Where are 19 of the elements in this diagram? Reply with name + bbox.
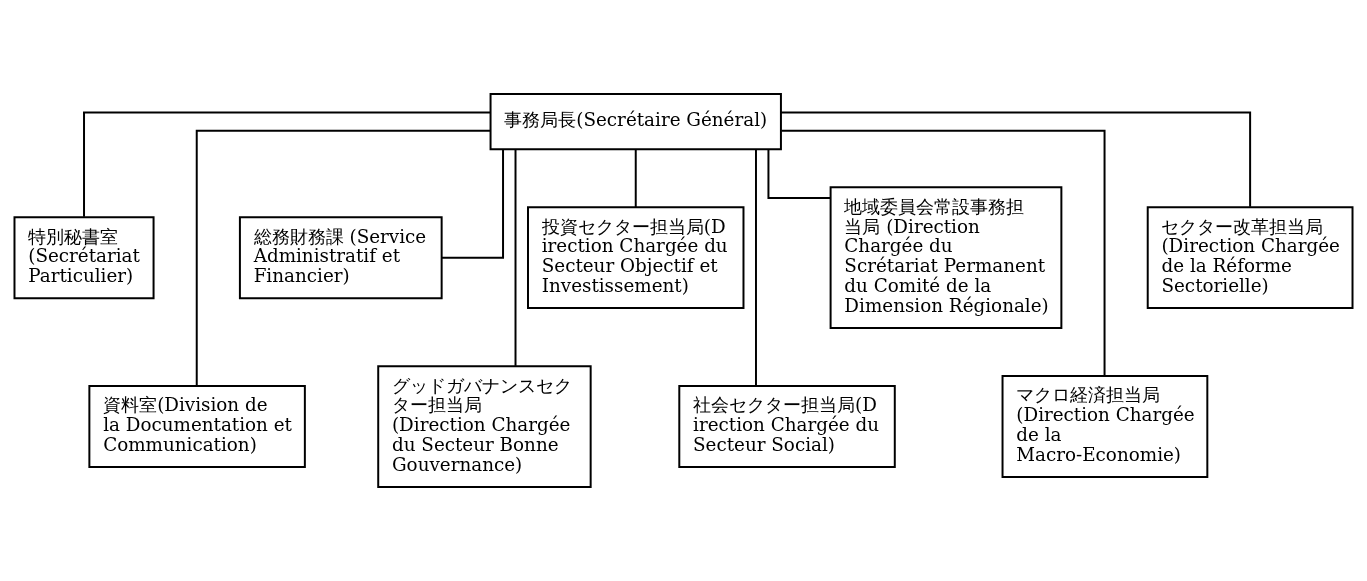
connector: [514, 148, 517, 367]
connector: [83, 111, 492, 218]
node-box: セクター改革担当局 (Direction Chargée de la Réforme Sectorielle): [1146, 206, 1354, 310]
node-box: 社会セクター担当局(Direction Chargée du Secteur Social): [678, 385, 896, 468]
connector: [779, 111, 1252, 208]
connector: [767, 148, 832, 200]
node-box: グッドガバナンスセクター担当局 (Direction Chargée du Secteur Bonne Gouvernance): [377, 365, 592, 488]
connector: [440, 148, 505, 259]
connector: [195, 129, 492, 387]
node-box: マクロ経済担当局 (Direction Chargée de la Macro-Economie): [1001, 375, 1209, 478]
connector: [780, 129, 1106, 377]
connector: [754, 148, 757, 387]
node-box: 地域委員会常設事務担当局 (Direction Chargée du Scrétariat Permanent du Comité de la Dimension Régionale): [829, 186, 1063, 329]
node-box: 資料室(Division de la Documentation et Communication): [88, 385, 306, 468]
connector: [634, 148, 637, 209]
node-box: 投資セクター担当局(Direction Chargée du Secteur Objectif et Investissement): [527, 206, 745, 310]
node-box: 特別秘書室 (Secrétariat Particulier): [13, 216, 155, 300]
node-box: 事務局長(Secrétaire Général): [489, 93, 782, 151]
node-box: 総務財務課 (Service Administratif et Financier): [238, 216, 443, 300]
